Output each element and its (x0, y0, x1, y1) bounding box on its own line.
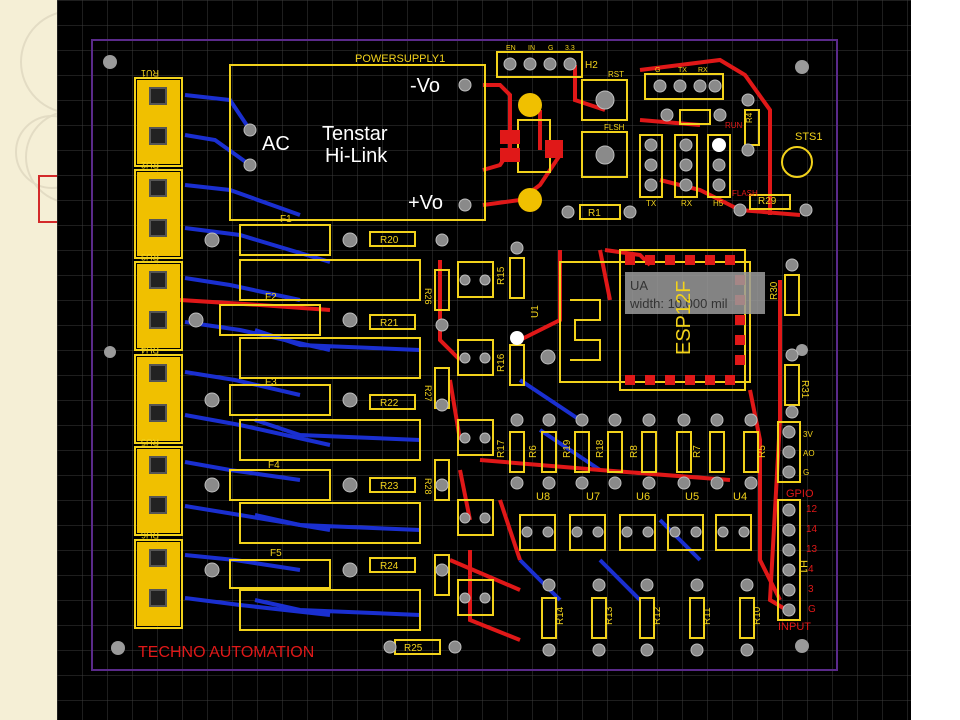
svg-text:G: G (803, 468, 809, 477)
capacitors (500, 93, 563, 212)
svg-text:TECHNO AUTOMATION: TECHNO AUTOMATION (138, 644, 314, 661)
svg-text:R22: R22 (380, 398, 399, 409)
pcb-canvas[interactable]: UA width: 10.000 mil POWERSUPPLY1 -Vo +V… (57, 0, 911, 720)
svg-text:AC: AC (262, 133, 290, 155)
svg-text:R7: R7 (692, 445, 703, 458)
svg-text:R25: R25 (404, 643, 423, 654)
slide-right-margin (911, 0, 960, 720)
svg-text:R12: R12 (652, 606, 663, 625)
svg-text:H1: H1 (797, 560, 809, 574)
svg-text:U6: U6 (636, 491, 650, 503)
svg-text:RST: RST (608, 70, 624, 79)
svg-text:RU6: RU6 (141, 530, 159, 540)
svg-text:R10: R10 (752, 606, 763, 625)
svg-text:G: G (655, 67, 660, 74)
svg-text:R5: R5 (757, 445, 768, 458)
svg-text:3V: 3V (803, 430, 813, 439)
svg-text:R1: R1 (588, 208, 601, 219)
svg-text:4: 4 (808, 564, 814, 575)
svg-text:U8: U8 (536, 491, 550, 503)
svg-text:FLSH: FLSH (604, 123, 625, 132)
svg-text:G: G (548, 45, 553, 52)
svg-text:R20: R20 (380, 235, 399, 246)
svg-text:R17: R17 (496, 439, 507, 458)
svg-text:+Vo: +Vo (408, 192, 443, 214)
svg-text:12: 12 (806, 504, 818, 515)
svg-text:R26: R26 (423, 288, 433, 305)
svg-text:R18: R18 (595, 439, 606, 458)
svg-text:3.3: 3.3 (565, 45, 575, 52)
hover-tooltip: UA width: 10.000 mil (625, 272, 765, 314)
svg-text:U4: U4 (733, 491, 747, 503)
svg-text:IN: IN (528, 45, 535, 52)
svg-text:U1: U1 (530, 305, 541, 318)
svg-text:RU1: RU1 (141, 68, 159, 78)
svg-text:H5: H5 (713, 199, 724, 208)
svg-text:F1: F1 (280, 214, 292, 225)
svg-text:POWERSUPPLY1: POWERSUPPLY1 (355, 53, 445, 65)
silkscreen-outlines (134, 51, 813, 655)
svg-text:F3: F3 (265, 377, 277, 388)
svg-text:R28: R28 (423, 478, 433, 495)
svg-text:UA: UA (630, 278, 648, 293)
pcb-layout-view[interactable]: UA width: 10.000 mil POWERSUPPLY1 -Vo +V… (57, 0, 911, 720)
svg-text:13: 13 (806, 544, 818, 555)
svg-text:R15: R15 (496, 266, 507, 285)
terminal-block-pads (137, 80, 180, 626)
svg-text:R6: R6 (528, 445, 539, 458)
svg-text:F2: F2 (265, 292, 277, 303)
svg-text:Hi-Link: Hi-Link (325, 145, 388, 167)
svg-text:R29: R29 (758, 196, 777, 207)
svg-text:Tenstar: Tenstar (322, 123, 388, 145)
svg-text:RU5: RU5 (141, 437, 159, 447)
decor-ring (20, 10, 60, 114)
svg-text:H2: H2 (585, 60, 598, 71)
svg-text:3: 3 (808, 584, 814, 595)
svg-text:STS1: STS1 (795, 131, 823, 143)
svg-text:U5: U5 (685, 491, 699, 503)
svg-text:R24: R24 (380, 561, 399, 572)
svg-text:U7: U7 (586, 491, 600, 503)
mounting-holes (103, 55, 809, 655)
svg-text:R13: R13 (604, 606, 615, 625)
svg-text:R23: R23 (380, 481, 399, 492)
svg-text:FLASH: FLASH (732, 189, 758, 198)
svg-text:RU4: RU4 (141, 345, 159, 355)
svg-text:14: 14 (806, 524, 818, 535)
svg-text:RX: RX (681, 199, 693, 208)
svg-text:R14: R14 (555, 606, 566, 625)
svg-text:RX: RX (698, 67, 708, 74)
svg-text:R27: R27 (423, 385, 433, 402)
highlighted-via (510, 331, 524, 345)
svg-text:TX: TX (678, 67, 687, 74)
svg-text:ESP12F: ESP12F (673, 281, 695, 355)
svg-text:RUN: RUN (725, 121, 743, 130)
silkscreen-labels: POWERSUPPLY1 -Vo +Vo AC Tenstar Hi-Link … (138, 45, 823, 661)
svg-text:INPUT: INPUT (778, 621, 811, 633)
svg-text:R4: R4 (745, 112, 754, 123)
svg-text:TX: TX (646, 199, 657, 208)
highlighted-pin (712, 138, 726, 152)
svg-text:RU3: RU3 (141, 252, 159, 262)
svg-text:width: 10.000 mil: width: 10.000 mil (629, 296, 728, 311)
svg-text:RU2: RU2 (141, 160, 159, 170)
board-outline (91, 39, 838, 671)
svg-text:G: G (808, 604, 816, 615)
svg-text:R16: R16 (496, 353, 507, 372)
svg-text:AO: AO (803, 449, 815, 458)
svg-text:R30: R30 (769, 281, 780, 300)
slide-left-decoration (0, 0, 60, 720)
svg-text:-Vo: -Vo (410, 75, 440, 97)
svg-text:R11: R11 (702, 607, 713, 625)
svg-text:GPIO: GPIO (786, 488, 814, 500)
svg-text:F5: F5 (270, 548, 282, 559)
svg-text:R21: R21 (380, 318, 399, 329)
svg-text:EN: EN (506, 45, 516, 52)
through-hole-pads (188, 57, 813, 657)
svg-text:F4: F4 (268, 460, 280, 471)
esp-antenna (570, 299, 601, 361)
svg-text:R8: R8 (629, 445, 640, 458)
svg-text:R31: R31 (799, 380, 810, 399)
svg-text:R19: R19 (562, 439, 573, 458)
